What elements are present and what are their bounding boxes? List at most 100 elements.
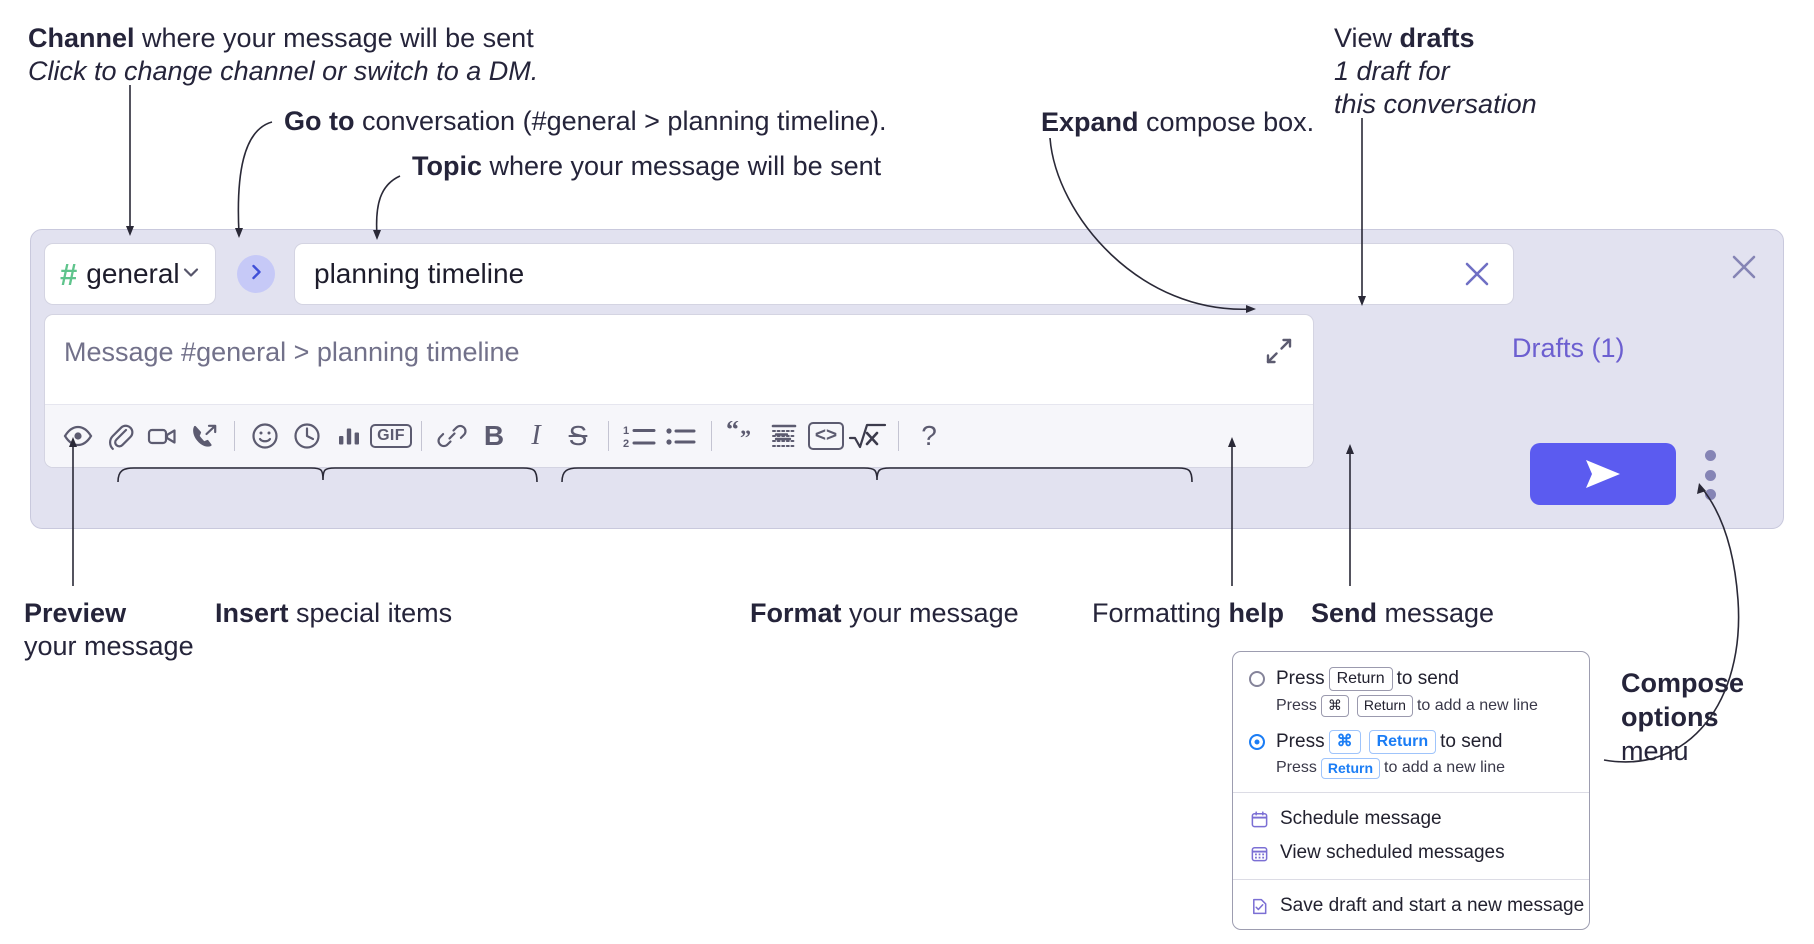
blockquote-icon[interactable]: “ ” — [721, 415, 763, 457]
chevron-down-icon — [180, 261, 202, 288]
gif-label: GIF — [370, 424, 412, 448]
menu-item-label: View scheduled messages — [1280, 842, 1505, 863]
annotation-drafts-italic1: 1 draft for — [1334, 55, 1450, 86]
option1-sub-press: Press — [1276, 696, 1317, 714]
code-label: <> — [807, 422, 845, 450]
clock-icon[interactable] — [286, 415, 328, 457]
dot — [1704, 450, 1716, 461]
svg-text:“: “ — [726, 421, 739, 444]
italic-icon[interactable]: I — [531, 420, 541, 451]
channel-name: general — [86, 258, 180, 289]
option1-tail: to send — [1396, 668, 1459, 689]
chevron-right-icon — [246, 262, 266, 287]
option2-sub-press: Press — [1276, 759, 1317, 777]
menu-item-save-draft[interactable]: Save draft and start a new message — [1233, 889, 1589, 923]
annotation-insert-bold: Insert — [215, 598, 289, 628]
message-input-box[interactable]: Message #general > planning timeline — [44, 314, 1314, 468]
annotation-channel: Channel where your message will be sent … — [28, 22, 538, 88]
bold-icon[interactable]: B — [483, 420, 505, 451]
clear-topic-icon[interactable] — [1461, 258, 1493, 290]
bulleted-list-icon[interactable] — [660, 415, 702, 457]
annotation-topic-rest: where your message will be sent — [482, 151, 882, 181]
menu-item-schedule-message[interactable]: Schedule message — [1233, 802, 1589, 836]
close-icon[interactable] — [1727, 250, 1761, 284]
annotation-help-plain: Formatting — [1092, 598, 1229, 628]
menu-item-label: Schedule message — [1280, 808, 1442, 829]
annotation-format-bold: Format — [750, 598, 842, 628]
send-icon — [1586, 460, 1620, 488]
svg-text:”: ” — [740, 425, 751, 450]
annotation-compose-options: Compose options menu — [1621, 667, 1744, 768]
strikethrough-icon[interactable]: S — [568, 420, 588, 451]
compose-options-button[interactable] — [1698, 450, 1722, 500]
calendar-icon — [1249, 809, 1269, 829]
annotation-expand: Expand compose box. — [1041, 106, 1314, 139]
option2-sub-key-return: Return — [1320, 757, 1381, 779]
message-placeholder: Message #general > planning timeline — [64, 337, 520, 367]
annotation-goto: Go to conversation (#general > planning … — [284, 105, 887, 138]
compose-panel: # general planning timeline Message #g — [30, 229, 1784, 529]
link-icon[interactable] — [431, 415, 473, 457]
annotation-send-rest: message — [1377, 598, 1495, 628]
radio-unselected-icon — [1249, 671, 1265, 687]
option2-key-cmd: ⌘ — [1328, 729, 1361, 754]
expand-icon[interactable] — [1263, 335, 1295, 367]
annotation-topic-bold: Topic — [412, 151, 482, 181]
annotation-expand-bold: Expand — [1041, 107, 1139, 137]
option1-press: Press — [1276, 668, 1325, 689]
menu-option-return-sub: Press ⌘ Return to add a new line — [1233, 694, 1589, 721]
annotation-compose-options-rest: menu — [1621, 735, 1689, 766]
annotation-channel-rest: where your message will be sent — [134, 23, 534, 53]
svg-text:1: 1 — [623, 425, 629, 437]
annotation-send: Send message — [1311, 597, 1494, 630]
annotation-expand-rest: compose box. — [1138, 107, 1315, 137]
annotation-channel-bold: Channel — [28, 23, 135, 53]
annotation-drafts: View drafts 1 draft for this conversatio… — [1334, 22, 1537, 121]
option2-sub-tail: to add a new line — [1384, 759, 1506, 777]
annotation-format-rest: your message — [841, 598, 1019, 628]
menu-divider — [1233, 792, 1589, 793]
menu-option-cmd-return-to-send[interactable]: Press ⌘ Return to send — [1233, 727, 1589, 757]
annotation-preview: Preview your message — [24, 597, 194, 663]
connector-goto — [237, 121, 273, 235]
audio-clip-icon[interactable] — [183, 415, 225, 457]
poll-icon[interactable] — [328, 415, 370, 457]
preview-icon[interactable] — [57, 415, 99, 457]
annotation-goto-bold: Go to — [284, 106, 355, 136]
annotation-insert: Insert special items — [215, 597, 452, 630]
menu-divider — [1233, 879, 1589, 880]
menu-option-return-to-send[interactable]: Press Return to send — [1233, 664, 1589, 694]
ordered-list-icon[interactable]: 1 2 — [618, 415, 660, 457]
help-icon[interactable]: ? — [921, 420, 937, 451]
toolbar-divider — [608, 421, 609, 451]
annotation-help-bold: help — [1228, 598, 1285, 628]
annotation-goto-rest: conversation (#general > planning timeli… — [354, 106, 887, 136]
attachment-icon[interactable] — [99, 415, 141, 457]
menu-item-label: Save draft and start a new message — [1280, 895, 1585, 916]
annotation-compose-options-bold2: options — [1621, 701, 1719, 732]
code-block-icon[interactable] — [763, 415, 805, 457]
drafts-link[interactable]: Drafts (1) — [1512, 333, 1625, 363]
emoji-icon[interactable] — [244, 415, 286, 457]
menu-item-view-scheduled-messages[interactable]: View scheduled messages — [1233, 836, 1589, 870]
math-icon[interactable] — [847, 415, 889, 457]
go-to-conversation-button[interactable] — [237, 255, 275, 293]
send-button[interactable] — [1530, 443, 1676, 505]
annotation-send-bold: Send — [1311, 598, 1378, 628]
menu-option-cmd-return-sub: Press Return to add a new line — [1233, 757, 1589, 784]
option1-sub-key-cmd: ⌘ — [1320, 695, 1349, 717]
option2-tail: to send — [1440, 730, 1503, 752]
connector-topic — [375, 175, 401, 237]
code-snippet-icon[interactable]: <> — [805, 415, 847, 457]
annotation-preview-bold: Preview — [24, 598, 127, 628]
annotation-help: Formatting help — [1092, 597, 1284, 630]
save-draft-icon — [1249, 896, 1269, 916]
channel-selector[interactable]: # general — [44, 243, 216, 305]
video-clip-icon[interactable] — [141, 415, 183, 457]
svg-text:2: 2 — [623, 438, 629, 450]
topic-value: planning timeline — [314, 258, 525, 289]
annotation-topic: Topic where your message will be sent — [412, 150, 881, 183]
topic-field[interactable]: planning timeline — [294, 243, 1514, 305]
dot — [1704, 469, 1716, 481]
gif-icon[interactable]: GIF — [370, 415, 412, 457]
